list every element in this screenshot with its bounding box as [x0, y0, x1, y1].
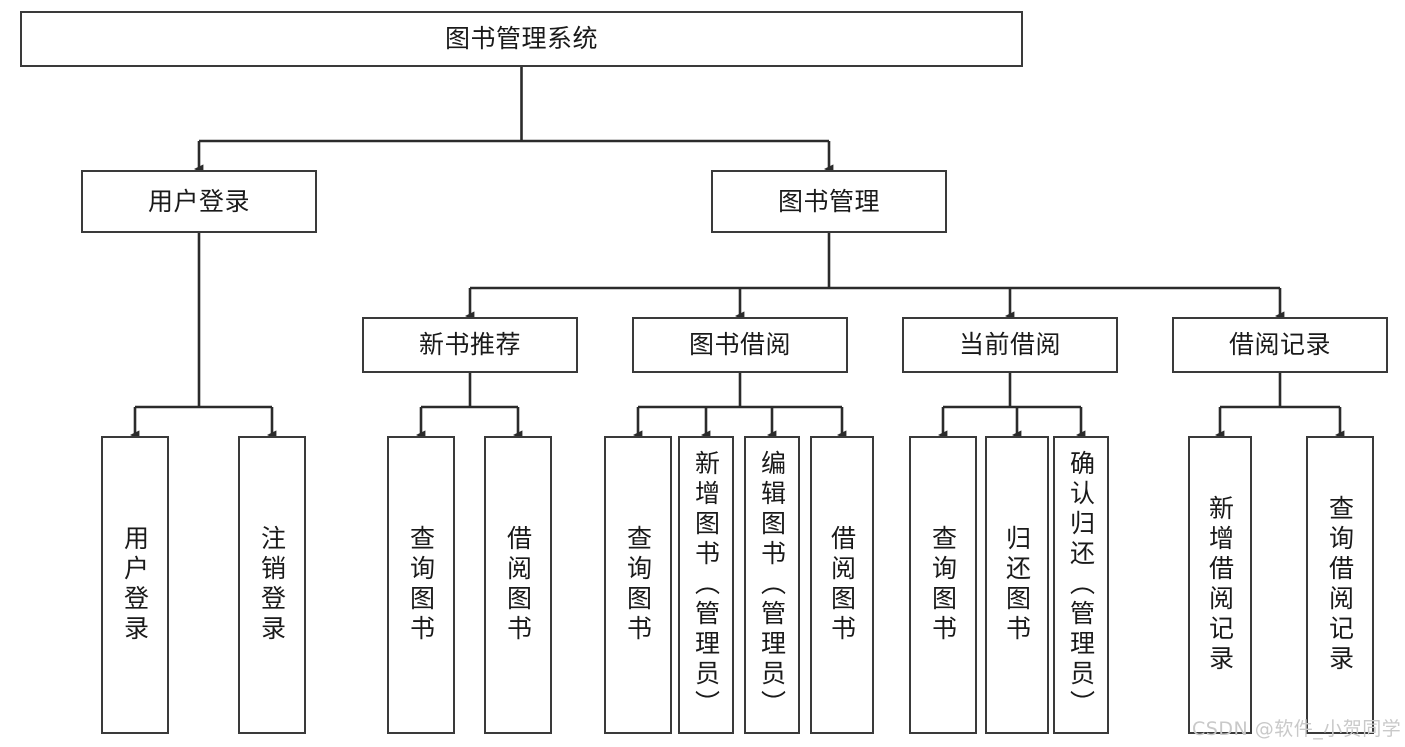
node-book-manage[interactable]: 图书管理 [711, 170, 947, 233]
node-current-borrow[interactable]: 当前借阅 [902, 317, 1118, 373]
node-user-login[interactable]: 用户登录 [81, 170, 317, 233]
node-leaf-borrow-query[interactable]: 查询图书 [604, 436, 672, 734]
node-label: 用户登录 [120, 525, 150, 645]
node-label: 查询图书 [623, 525, 653, 645]
node-label: 确认归还（管理员） [1066, 450, 1096, 720]
node-leaf-cur-confirm[interactable]: 确认归还（管理员） [1053, 436, 1109, 734]
node-label: 新增图书（管理员） [691, 450, 721, 720]
node-new-book-rec[interactable]: 新书推荐 [362, 317, 578, 373]
node-label: 借阅记录 [1228, 330, 1331, 359]
node-label: 图书借阅 [688, 330, 791, 359]
node-leaf-cur-return[interactable]: 归还图书 [985, 436, 1049, 734]
node-label: 查询图书 [406, 525, 436, 645]
node-borrow-record[interactable]: 借阅记录 [1172, 317, 1388, 373]
node-leaf-rec-borrow[interactable]: 借阅图书 [484, 436, 552, 734]
node-label: 注销登录 [257, 525, 287, 645]
node-label: 图书管理 [777, 186, 880, 216]
node-leaf-rec-add[interactable]: 新增借阅记录 [1188, 436, 1252, 734]
node-leaf-rec-query[interactable]: 查询图书 [387, 436, 455, 734]
node-label: 新书推荐 [418, 330, 521, 359]
node-leaf-borrow-add[interactable]: 新增图书（管理员） [678, 436, 734, 734]
node-label: 当前借阅 [958, 330, 1061, 359]
node-label: 图书管理系统 [444, 24, 598, 53]
node-label: 用户登录 [147, 186, 250, 216]
node-leaf-cur-query[interactable]: 查询图书 [909, 436, 977, 734]
node-leaf-borrow-edit[interactable]: 编辑图书（管理员） [744, 436, 800, 734]
node-leaf-rec-query2[interactable]: 查询借阅记录 [1306, 436, 1374, 734]
node-label: 查询图书 [928, 525, 958, 645]
node-label: 新增借阅记录 [1205, 495, 1235, 675]
node-root[interactable]: 图书管理系统 [20, 11, 1023, 67]
csdn-watermark: CSDN @软件_小贺同学 [1192, 718, 1402, 740]
node-book-borrow[interactable]: 图书借阅 [632, 317, 848, 373]
node-label: 归还图书 [1002, 525, 1032, 645]
node-label: 借阅图书 [503, 525, 533, 645]
node-label: 编辑图书（管理员） [757, 450, 787, 720]
node-leaf-user-login[interactable]: 用户登录 [101, 436, 169, 734]
node-leaf-borrow-do[interactable]: 借阅图书 [810, 436, 874, 734]
node-label: 查询借阅记录 [1325, 495, 1355, 675]
node-label: 借阅图书 [827, 525, 857, 645]
node-leaf-user-logout[interactable]: 注销登录 [238, 436, 306, 734]
